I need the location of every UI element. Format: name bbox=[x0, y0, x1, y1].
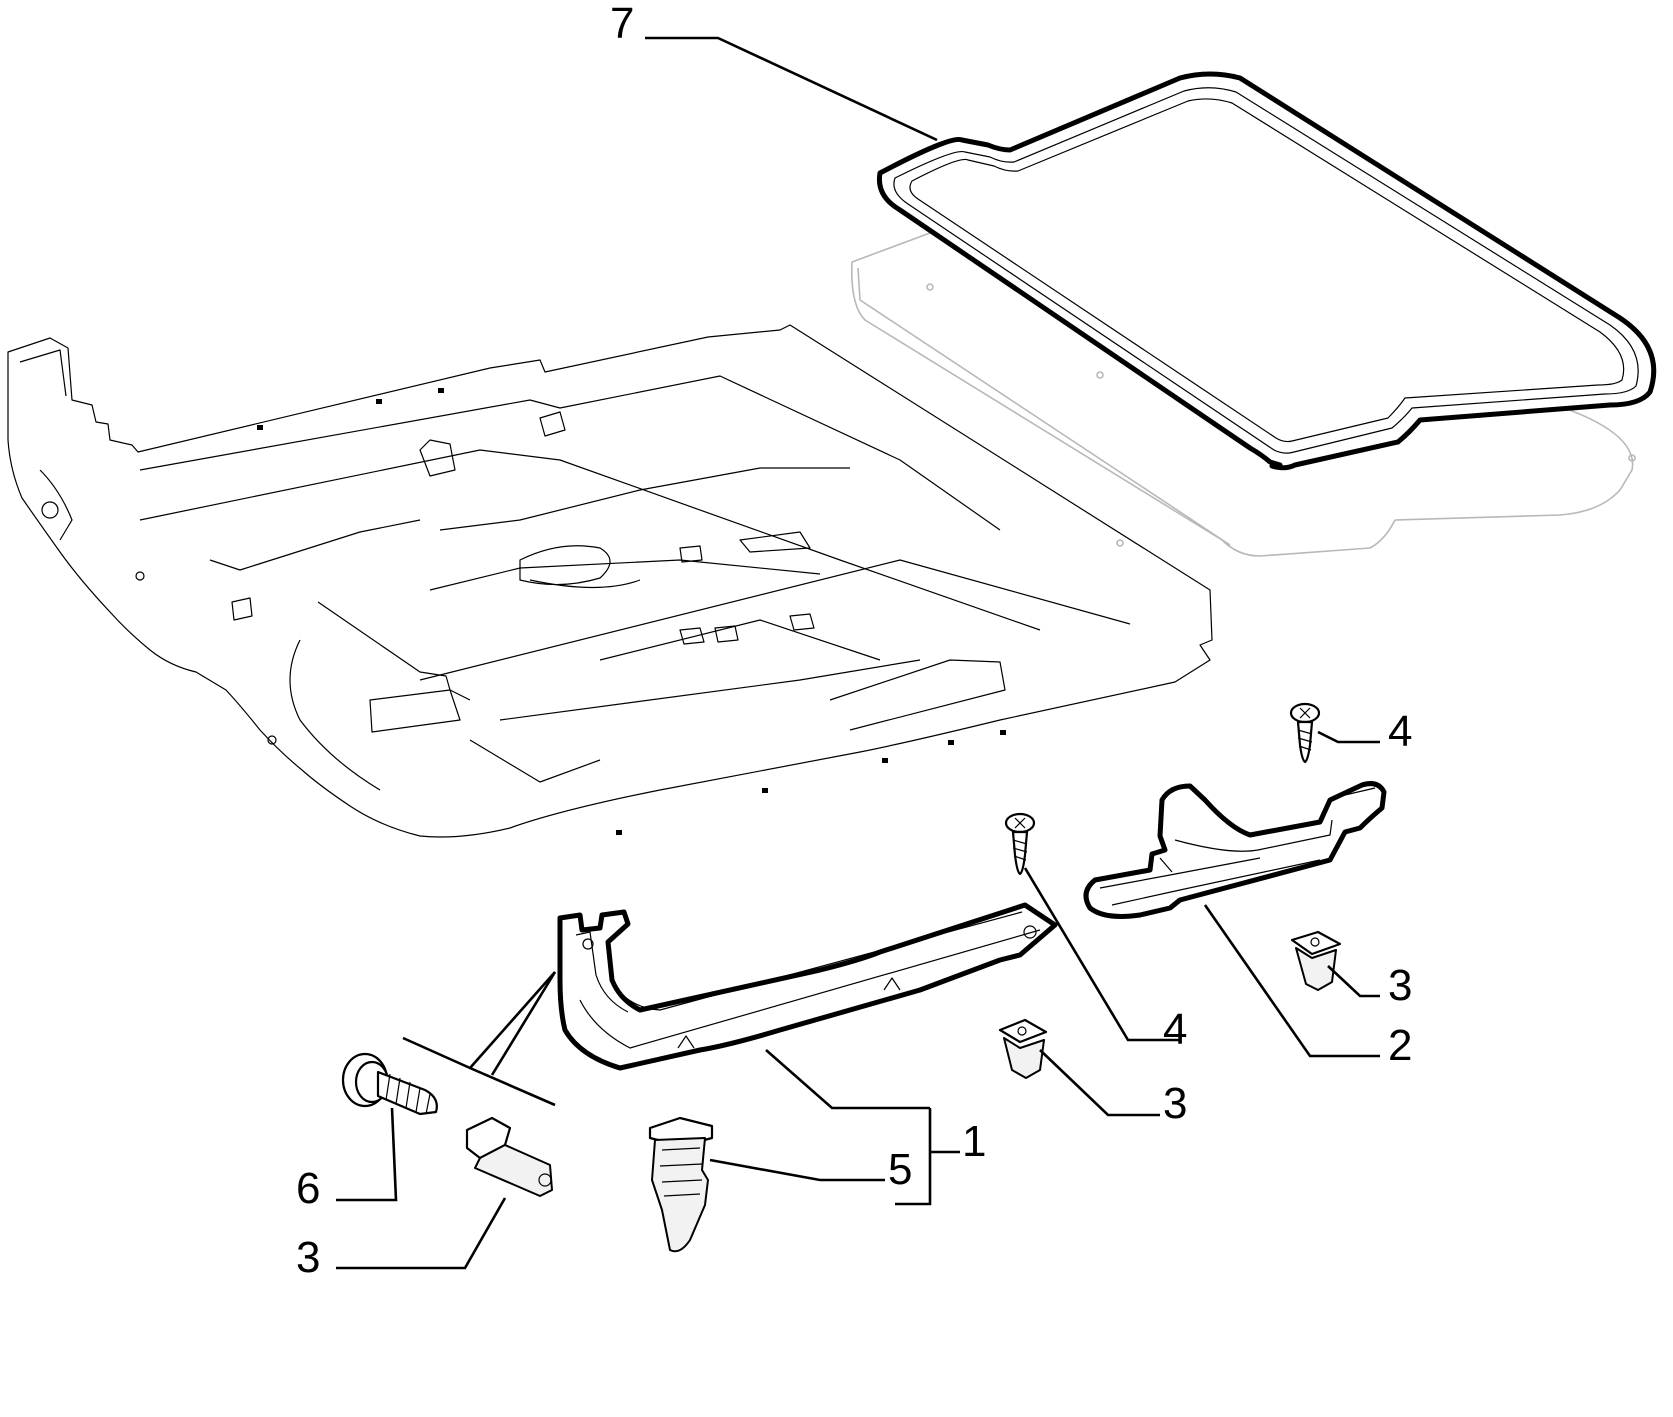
part-7-trunk-seal bbox=[876, 71, 1657, 471]
callout-3-left: 3 bbox=[296, 1233, 320, 1282]
floor-pan-body bbox=[7, 324, 1213, 838]
trunk-floor-panel bbox=[850, 229, 1636, 557]
callout-labels: 7 4 4 3 3 3 2 1 5 6 bbox=[296, 0, 1412, 1282]
callout-2: 2 bbox=[1388, 1021, 1412, 1070]
callout-4-upper: 4 bbox=[1388, 707, 1412, 756]
part-2-side-trim bbox=[1083, 781, 1387, 919]
part-6-bolt bbox=[341, 1052, 438, 1116]
callout-1: 1 bbox=[962, 1117, 986, 1166]
callout-4-lower: 4 bbox=[1163, 1005, 1187, 1054]
part-3-clip-left bbox=[465, 1116, 553, 1197]
part-1-trim-strip bbox=[557, 902, 1058, 1071]
part-4-screw-upper bbox=[1289, 702, 1321, 764]
callout-5: 5 bbox=[888, 1145, 912, 1194]
leader-lines bbox=[336, 36, 1380, 1270]
callout-7: 7 bbox=[610, 0, 634, 48]
callout-3-right: 3 bbox=[1388, 961, 1412, 1010]
callout-6: 6 bbox=[296, 1164, 320, 1213]
part-4-screw-lower bbox=[1004, 812, 1036, 876]
part-3-clip-middle bbox=[998, 1018, 1048, 1079]
part-3-clip-right bbox=[1290, 930, 1342, 991]
callout-3-middle: 3 bbox=[1163, 1079, 1187, 1128]
part-5-plastic-rivet bbox=[648, 1116, 714, 1253]
